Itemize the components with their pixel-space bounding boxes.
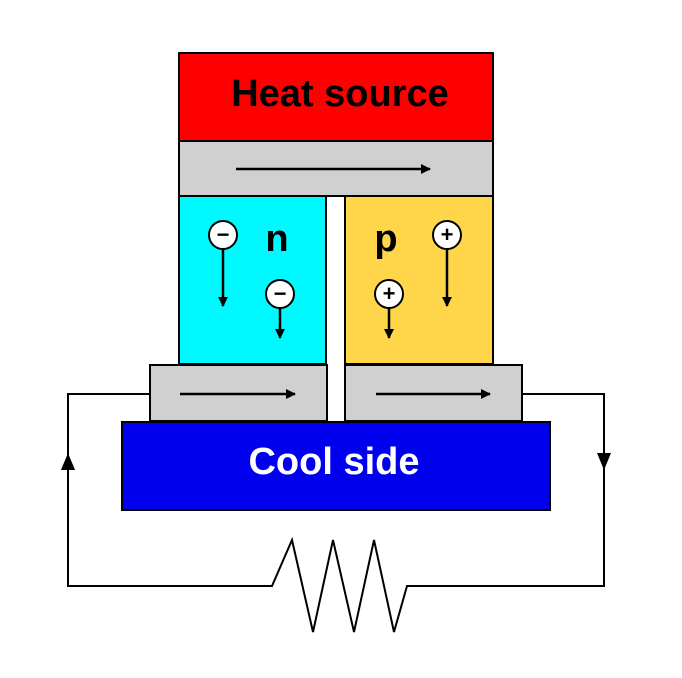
electron-carrier-2: −	[265, 279, 295, 339]
hole-carrier-1: +	[432, 220, 462, 307]
circuit-up-arrow-icon	[61, 453, 75, 470]
p-type-label: p	[374, 218, 397, 260]
p-type-leg	[344, 195, 494, 365]
hole-carrier-2: +	[374, 279, 404, 339]
heat-source-label: Heat source	[231, 73, 449, 115]
electron-carrier-1: −	[208, 220, 238, 307]
n-type-label: n	[265, 218, 288, 260]
external-circuit-wire	[67, 393, 605, 633]
n-type-leg	[178, 195, 327, 365]
heat-source-block	[178, 52, 494, 142]
cool-side-block	[121, 421, 551, 511]
hole-sign: +	[383, 281, 396, 306]
circuit-down-arrow-icon	[597, 453, 611, 470]
cool-side-label: Cool side	[248, 441, 419, 483]
electron-sign: −	[274, 281, 287, 306]
hole-sign: +	[441, 222, 454, 247]
electron-sign: −	[217, 222, 230, 247]
